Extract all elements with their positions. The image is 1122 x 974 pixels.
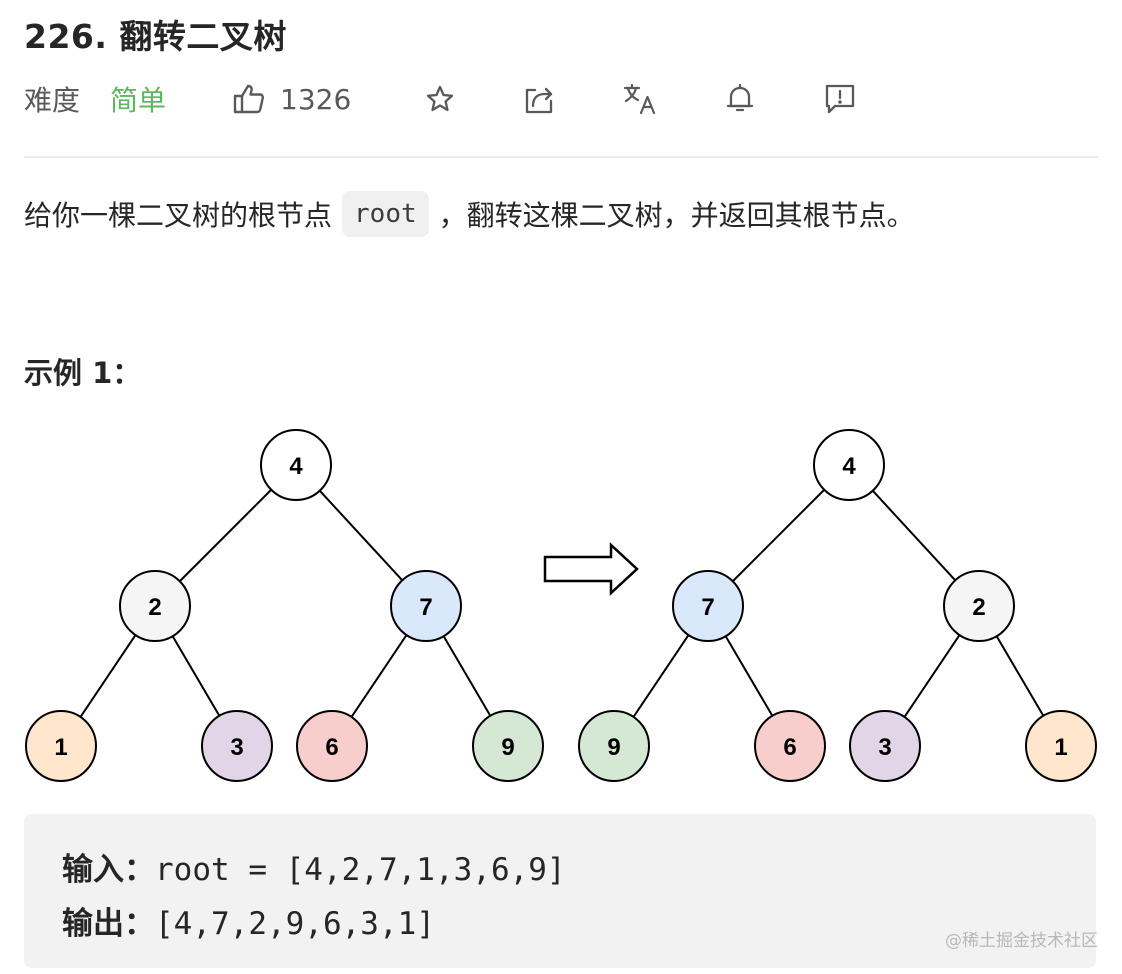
node-circle — [260, 429, 332, 501]
input-edge — [318, 490, 404, 581]
input-node-1: 1 — [25, 710, 97, 782]
problem-title: 226. 翻转二叉树 — [24, 17, 287, 56]
input-node-4: 4 — [260, 429, 332, 501]
like-count: 1326 — [280, 82, 352, 116]
input-node-2: 2 — [119, 570, 191, 642]
node-label: 3 — [230, 734, 243, 761]
feedback-icon — [823, 82, 857, 116]
node-circle — [813, 429, 885, 501]
node-label: 1 — [1054, 734, 1067, 761]
node-circle — [472, 710, 544, 782]
output-node-6: 6 — [754, 710, 826, 782]
input-node-6: 6 — [296, 710, 368, 782]
share-button[interactable] — [520, 76, 560, 122]
problem-meta-bar: 难度 简单 1326 — [24, 76, 1098, 122]
node-label: 9 — [501, 734, 514, 761]
node-circle — [672, 570, 744, 642]
inline-code-root: root — [342, 191, 429, 237]
node-circle — [754, 710, 826, 782]
node-circle — [390, 570, 462, 642]
output-node-2: 2 — [943, 570, 1015, 642]
input-edge — [442, 635, 492, 717]
output-node-9: 9 — [578, 710, 650, 782]
share-icon — [523, 82, 557, 116]
output-edge — [903, 634, 961, 718]
translate-button[interactable] — [620, 76, 660, 122]
input-node-7: 7 — [390, 570, 462, 642]
node-circle — [201, 710, 273, 782]
node-circle — [943, 570, 1015, 642]
divider — [24, 156, 1098, 158]
output-value: [4,7,2,9,6,3,1] — [155, 906, 435, 942]
input-node-9: 9 — [472, 710, 544, 782]
output-tree: 4 7 2 9 6 3 1 — [578, 429, 1097, 782]
tree-inversion-diagram: 4 2 7 1 3 6 9 4 7 2 9 6 3 1 — [25, 429, 1097, 782]
output-node-1: 1 — [1025, 710, 1097, 782]
difficulty-label: 难度 — [24, 84, 81, 117]
translate-icon — [622, 81, 658, 117]
node-label: 9 — [607, 734, 620, 761]
node-label: 2 — [972, 594, 985, 621]
example-title: 示例 1： — [24, 356, 142, 390]
node-label: 4 — [289, 453, 303, 480]
example-code-block: 输入：root = [4,2,7,1,3,6,9] 输出：[4,7,2,9,6,… — [24, 814, 1096, 968]
input-value: root = [4,2,7,1,3,6,9] — [155, 852, 566, 888]
subscribe-button[interactable] — [720, 76, 760, 122]
difficulty-badge: 简单 — [110, 84, 167, 117]
node-circle — [849, 710, 921, 782]
node-label: 7 — [419, 594, 432, 621]
node-label: 4 — [842, 453, 856, 480]
input-tree: 4 2 7 1 3 6 9 — [25, 429, 544, 782]
output-edge — [632, 634, 690, 718]
node-circle — [25, 710, 97, 782]
node-label: 1 — [54, 734, 67, 761]
example-input-line: 输入：root = [4,2,7,1,3,6,9] — [62, 844, 566, 889]
description-text-before: 给你一棵二叉树的根节点 — [24, 199, 333, 232]
feedback-button[interactable] — [820, 76, 860, 122]
output-edge — [732, 489, 825, 582]
watermark: @稀土掘金技术社区 — [945, 931, 1098, 951]
node-circle — [296, 710, 368, 782]
output-edge — [995, 635, 1045, 717]
input-node-3: 3 — [201, 710, 273, 782]
output-node-7: 7 — [672, 570, 744, 642]
description-text-after: ，翻转这棵二叉树，并返回其根节点。 — [438, 199, 915, 232]
node-label: 2 — [148, 594, 161, 621]
output-node-4: 4 — [813, 429, 885, 501]
favorite-button[interactable] — [420, 76, 460, 122]
node-label: 3 — [878, 734, 891, 761]
thumbs-up-icon — [232, 82, 266, 116]
star-icon — [424, 83, 456, 115]
output-edge — [724, 635, 774, 717]
right-arrow-icon — [543, 542, 639, 596]
bell-icon — [724, 82, 756, 116]
problem-description: 给你一棵二叉树的根节点 root ，翻转这棵二叉树，并返回其根节点。 — [24, 186, 915, 242]
output-label: 输出： — [62, 906, 155, 942]
node-label: 6 — [325, 734, 338, 761]
node-label: 6 — [783, 734, 796, 761]
node-circle — [1025, 710, 1097, 782]
node-circle — [578, 710, 650, 782]
input-label: 输入： — [62, 852, 155, 888]
input-edge — [350, 634, 408, 718]
node-label: 7 — [701, 594, 714, 621]
like-button[interactable]: 1326 — [232, 76, 351, 122]
input-edge — [79, 634, 137, 718]
output-node-3: 3 — [849, 710, 921, 782]
example-output-line: 输出：[4,7,2,9,6,3,1] — [62, 898, 435, 943]
input-edge — [179, 489, 272, 582]
node-circle — [119, 570, 191, 642]
input-edge — [171, 635, 221, 717]
output-edge — [871, 490, 957, 581]
